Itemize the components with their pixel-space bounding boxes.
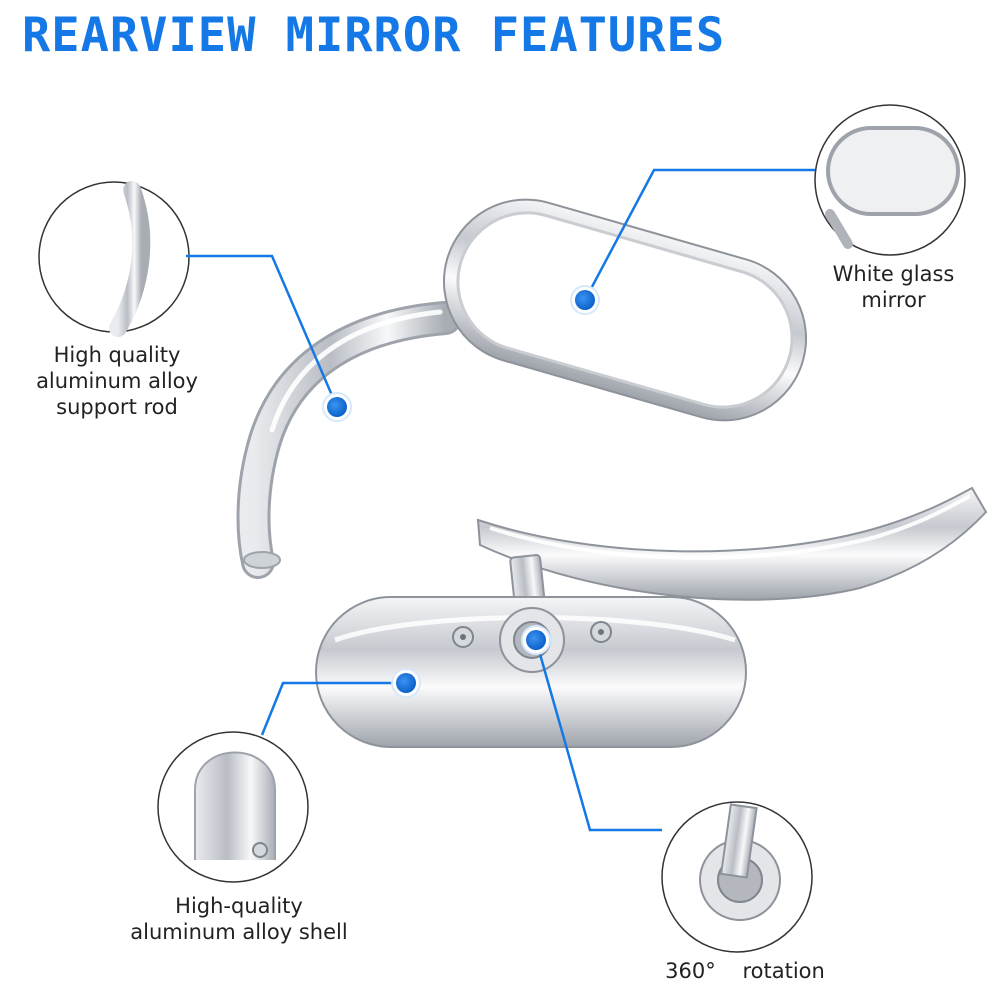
page-title: REARVIEW MIRROR FEATURES bbox=[22, 8, 726, 63]
support-rod-label-line-2: aluminum alloy bbox=[36, 369, 198, 393]
glass-mirror-label: White glass mirror bbox=[806, 261, 981, 313]
shell-label-line-2: aluminum alloy shell bbox=[130, 920, 348, 944]
glass-callout-dot bbox=[570, 285, 600, 315]
lower-arm-shape bbox=[476, 486, 988, 601]
glass-mirror-label-line-2: mirror bbox=[861, 288, 926, 312]
shell-label: High-quality aluminum alloy shell bbox=[108, 893, 370, 945]
rotation-leader-line bbox=[534, 639, 662, 832]
callout-lines bbox=[186, 168, 815, 832]
rotation-detail-circle bbox=[661, 801, 813, 953]
shell-leader-line bbox=[260, 681, 406, 736]
shell-callout-dot bbox=[391, 668, 421, 698]
shell-shape bbox=[315, 596, 747, 748]
rod-callout-dot bbox=[322, 392, 352, 422]
callout-dots bbox=[322, 285, 600, 698]
support-rod-label-line-1: High quality bbox=[53, 343, 181, 367]
rod-detail-circle bbox=[38, 181, 190, 337]
rotation-label-line-1: 360° rotation bbox=[665, 959, 825, 983]
glass-leader-line bbox=[583, 168, 815, 301]
support-rod-shape bbox=[236, 301, 462, 579]
support-rod-label-line-3: support rod bbox=[56, 395, 178, 419]
mirror-head-shape bbox=[442, 198, 808, 422]
rotation-label: 360° rotation bbox=[640, 958, 850, 984]
shell-detail-circle bbox=[157, 731, 309, 883]
rod-leader-line bbox=[186, 254, 339, 408]
rotation-callout-dot bbox=[521, 625, 551, 655]
glass-mirror-label-line-1: White glass bbox=[832, 262, 955, 286]
shell-label-line-1: High-quality bbox=[175, 894, 303, 918]
glass-detail-circle bbox=[814, 104, 966, 256]
support-rod-label: High quality aluminum alloy support rod bbox=[12, 342, 222, 420]
